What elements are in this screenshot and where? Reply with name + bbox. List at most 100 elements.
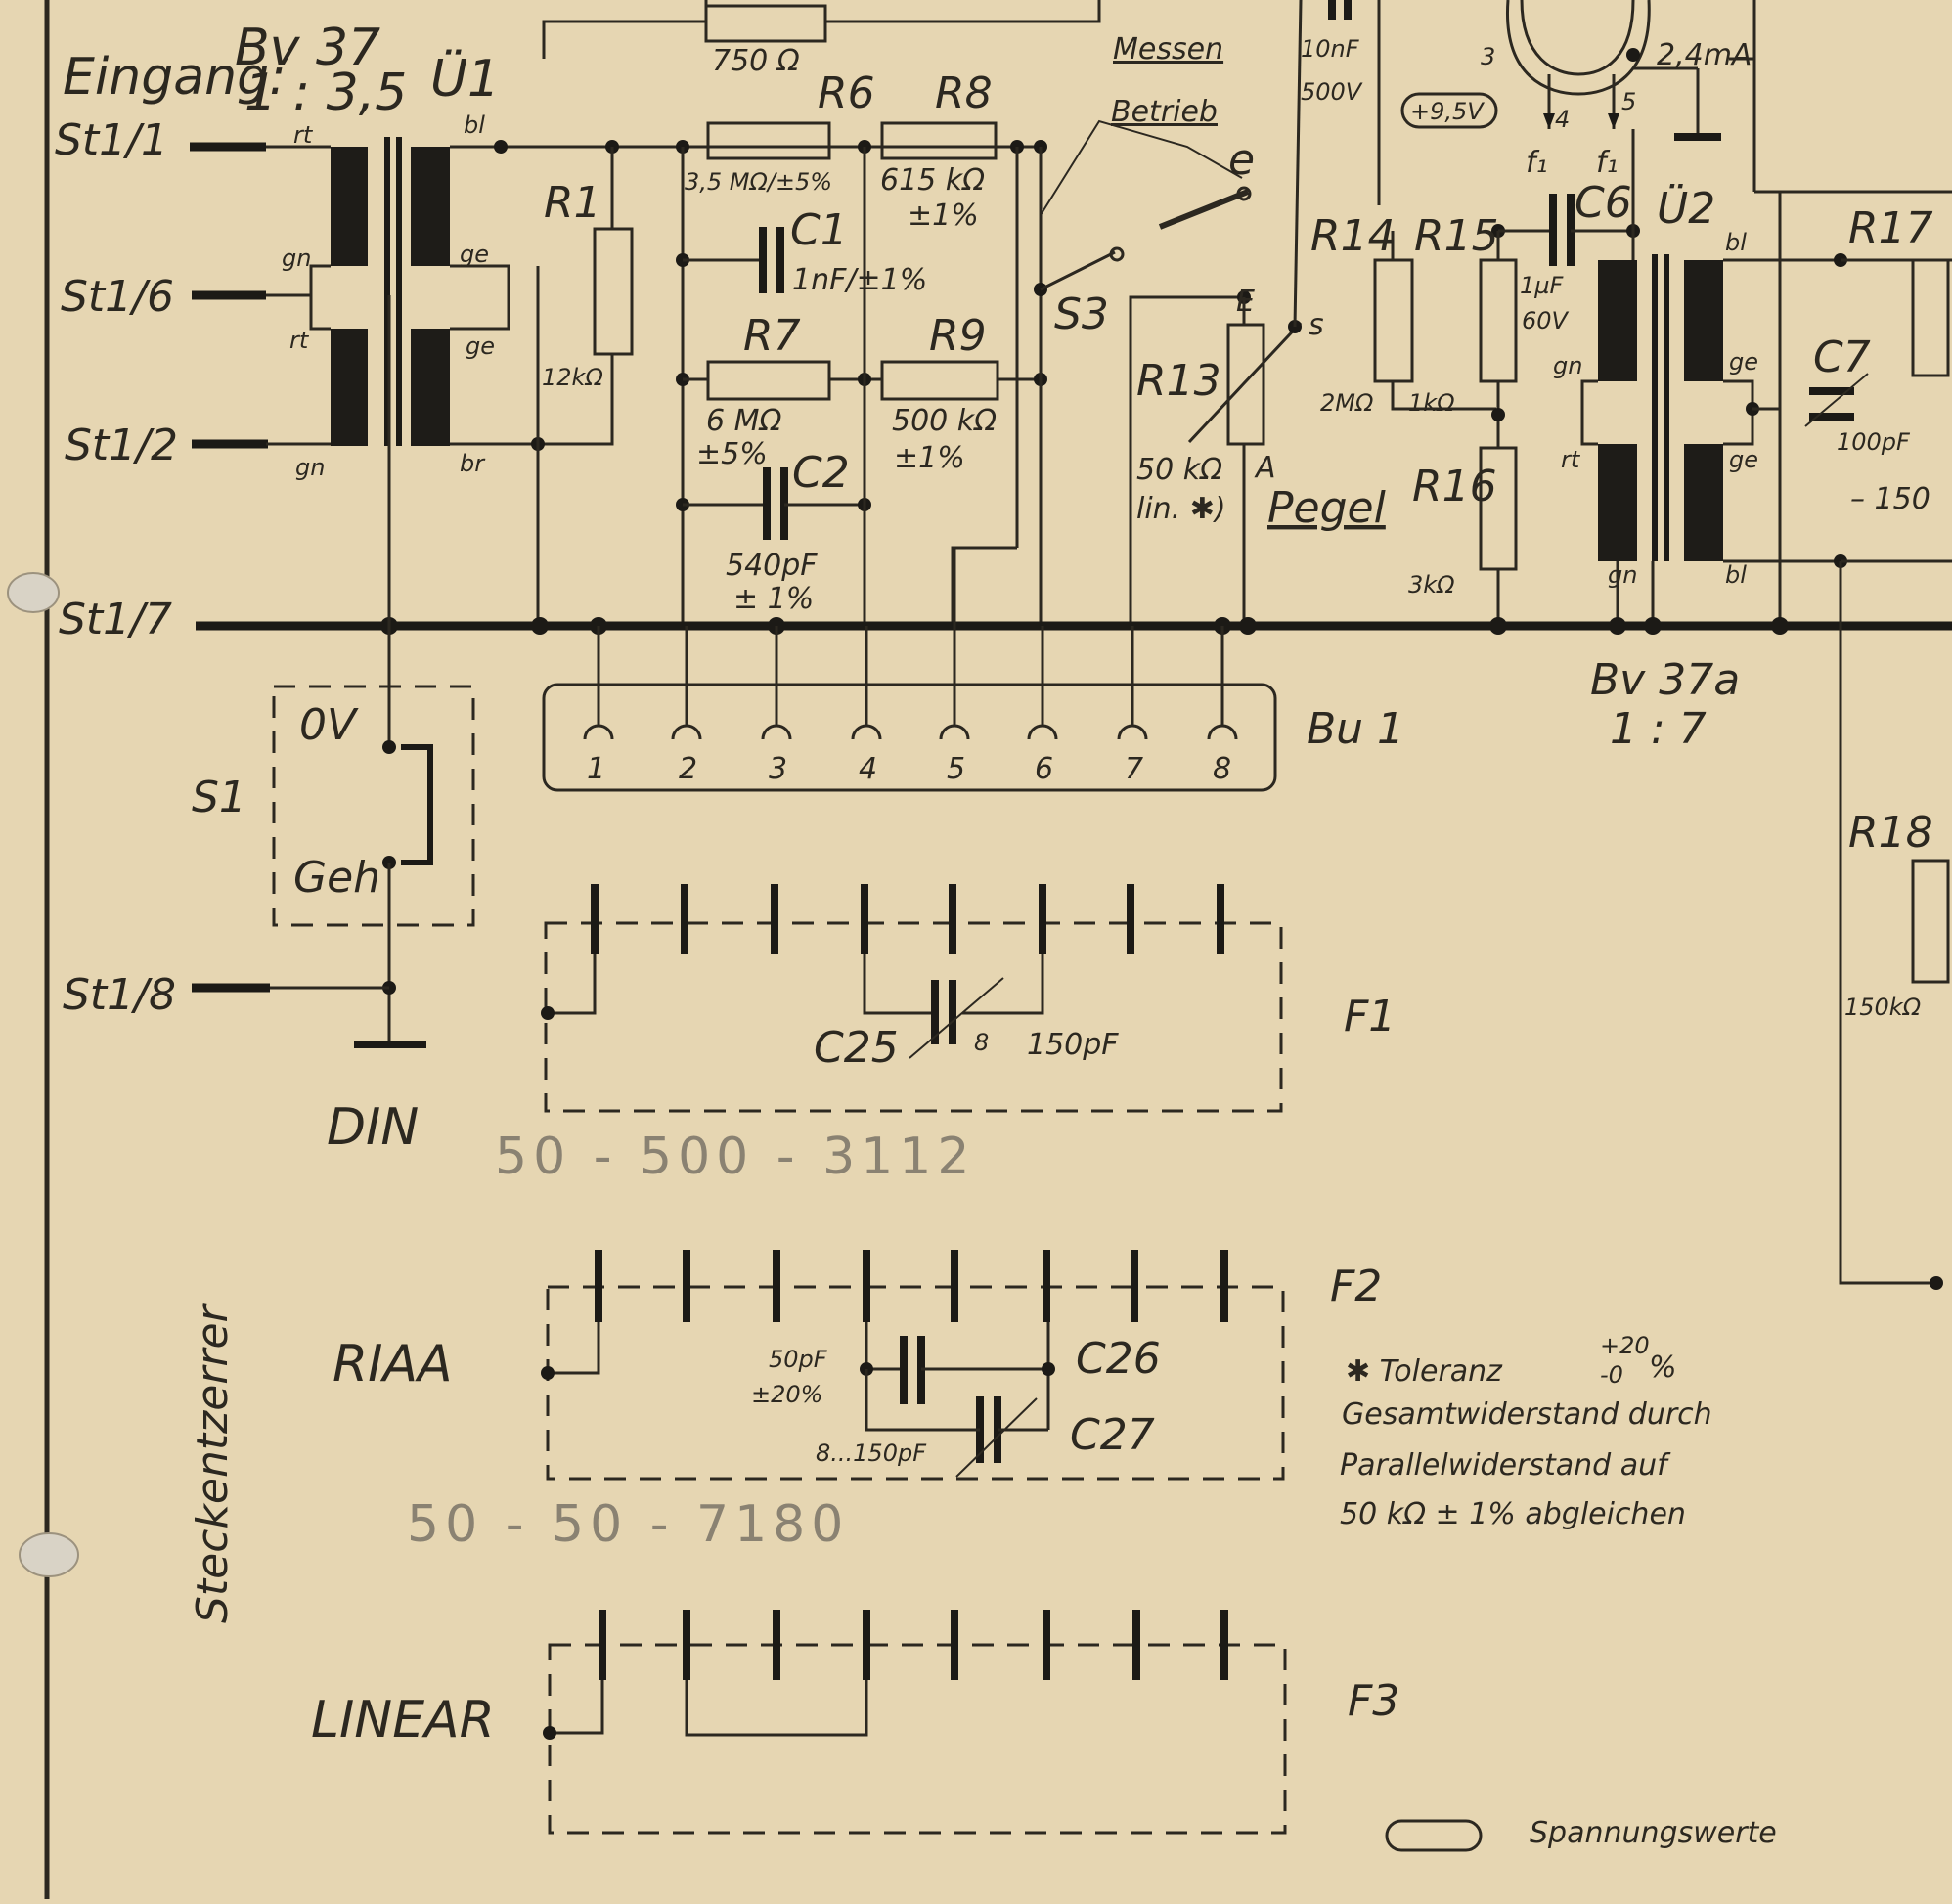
switch-s3-linkage	[1040, 119, 1243, 216]
resistor-r18	[1911, 859, 1950, 984]
label-current: 2,4mA	[1657, 38, 1752, 72]
label-r16-value: 3kΩ	[1408, 571, 1455, 598]
label-r7: R7	[743, 311, 801, 361]
label-r6-value: 3,5 MΩ/±5%	[685, 168, 832, 196]
label-din: DIN	[327, 1098, 419, 1157]
resistor-r9	[880, 360, 999, 401]
switch-s3-lever	[1040, 250, 1116, 291]
resistor-r17	[1911, 258, 1950, 377]
label-750-ohm: 750 Ω	[712, 44, 800, 78]
label-r1-value: 12kΩ	[542, 364, 603, 391]
note-line1: Gesamtwiderstand durch	[1342, 1397, 1712, 1432]
bu1-pin-6: 6	[1035, 752, 1053, 786]
label-r18: R18	[1848, 808, 1933, 858]
wire-gn-1: gn	[282, 244, 311, 272]
label-c1: C1	[790, 205, 848, 255]
label-r8-value: 615 kΩ	[880, 163, 985, 198]
bu1-pin-1: 1	[587, 752, 605, 786]
label-c2-tol: ± 1%	[733, 582, 814, 616]
label-c7-value: 100pF	[1837, 428, 1911, 456]
label-r9-tol: ±1%	[894, 441, 965, 475]
resistor-r1	[593, 227, 634, 356]
potentiometer-r13	[1226, 323, 1265, 446]
label-c25: C25	[814, 1023, 899, 1073]
label-r15: R15	[1414, 211, 1499, 261]
label-tube-f1b: f₁	[1596, 146, 1619, 180]
label-r18-value: 150kΩ	[1844, 994, 1922, 1021]
bu1-pin-8: 8	[1213, 752, 1231, 786]
binder-hole-top	[7, 572, 60, 613]
label-tube-pin5: 5	[1621, 88, 1636, 115]
label-r13-e: E	[1236, 285, 1255, 319]
label-c25-value: 150pF	[1027, 1028, 1119, 1062]
label-c2-value: 540pF	[726, 549, 818, 583]
wire-ge-u2-b: ge	[1729, 446, 1758, 473]
label-eingang: Eingang:	[63, 48, 287, 107]
label-c-top-value: 10nF	[1301, 35, 1360, 63]
wire-bl-1: bl	[464, 111, 485, 139]
label-volt-marker: +9,5V	[1410, 98, 1485, 125]
label-c6: C6	[1575, 178, 1632, 228]
resistor-r8	[880, 121, 998, 160]
label-c6-value: 1µF	[1520, 272, 1565, 299]
wire-gn-2: gn	[295, 454, 325, 481]
bu1-pin-5: 5	[947, 752, 965, 786]
label-u1: Ü1	[430, 49, 500, 109]
label-r8: R8	[935, 68, 993, 118]
label-c26-value: 50pF	[769, 1346, 828, 1373]
wire-bl-u2-b: bl	[1725, 561, 1747, 589]
filter-plug-f2	[541, 1250, 1285, 1481]
resistor-r15	[1479, 258, 1518, 383]
label-switch-e: e	[1228, 135, 1255, 185]
label-r17: R17	[1848, 203, 1933, 253]
note-toleranz: ✱ Toleranz	[1346, 1354, 1503, 1389]
pencil-riaa-code: 50 - 50 - 7180	[407, 1495, 849, 1554]
label-pegel: Pegel	[1267, 483, 1387, 533]
wire-bl-u2: bl	[1725, 229, 1747, 256]
filter-plug-f3	[543, 1610, 1287, 1835]
socket-bu1-pins	[583, 548, 1238, 740]
label-c26-tol: ±20%	[751, 1381, 822, 1408]
label-ratio-input: 1 : 3,5	[244, 64, 407, 122]
note-tol-plus: +20	[1600, 1332, 1650, 1359]
note-tol-pct: %	[1649, 1351, 1677, 1385]
legend-voltage-symbol	[1385, 1819, 1483, 1852]
bu1-pin-4: 4	[859, 752, 877, 786]
label-c27-value: 8...150pF	[816, 1439, 927, 1467]
label-c-top-volt: 500V	[1301, 78, 1363, 106]
label-r16: R16	[1412, 462, 1497, 511]
resistor-750	[704, 4, 827, 43]
label-switch-s: s	[1309, 308, 1324, 342]
wire-gn-u2: gn	[1553, 352, 1582, 379]
legend-spannungswerte: Spannungswerte	[1530, 1816, 1777, 1850]
label-r13-value: 50 kΩ	[1136, 453, 1222, 487]
transformer-u2	[1580, 254, 1841, 626]
label-c26: C26	[1076, 1334, 1161, 1384]
label-r14: R14	[1310, 211, 1396, 261]
terminal-st1-6: St1/6	[61, 272, 174, 322]
filter-plug-f1	[541, 884, 1283, 1113]
wire-ge-1: ge	[460, 241, 489, 268]
terminal-st1-8: St1/8	[63, 970, 176, 1020]
label-r9-value: 500 kΩ	[892, 404, 997, 438]
label-f1: F1	[1344, 992, 1396, 1041]
vacuum-tube	[1506, 0, 1721, 141]
bu1-pin-2: 2	[679, 752, 697, 786]
label-neg-value: – 150	[1850, 482, 1930, 516]
label-r13: R13	[1136, 356, 1221, 406]
label-r7-value: 6 MΩ	[706, 404, 782, 438]
label-s1-geh: Geh	[293, 853, 380, 903]
wire-rt-u2: rt	[1561, 446, 1581, 473]
label-u2: Ü2	[1657, 183, 1715, 234]
label-r7-tol: ±5%	[696, 437, 768, 471]
label-linear: LINEAR	[311, 1691, 495, 1749]
label-riaa: RIAA	[333, 1335, 453, 1394]
bu1-pin-7: 7	[1125, 752, 1143, 786]
label-r14-value: 2MΩ	[1320, 389, 1374, 417]
terminal-st1-2: St1/2	[65, 421, 178, 470]
label-c27: C27	[1070, 1410, 1155, 1460]
switch-s1-contact	[401, 744, 433, 865]
label-r6: R6	[818, 68, 875, 118]
